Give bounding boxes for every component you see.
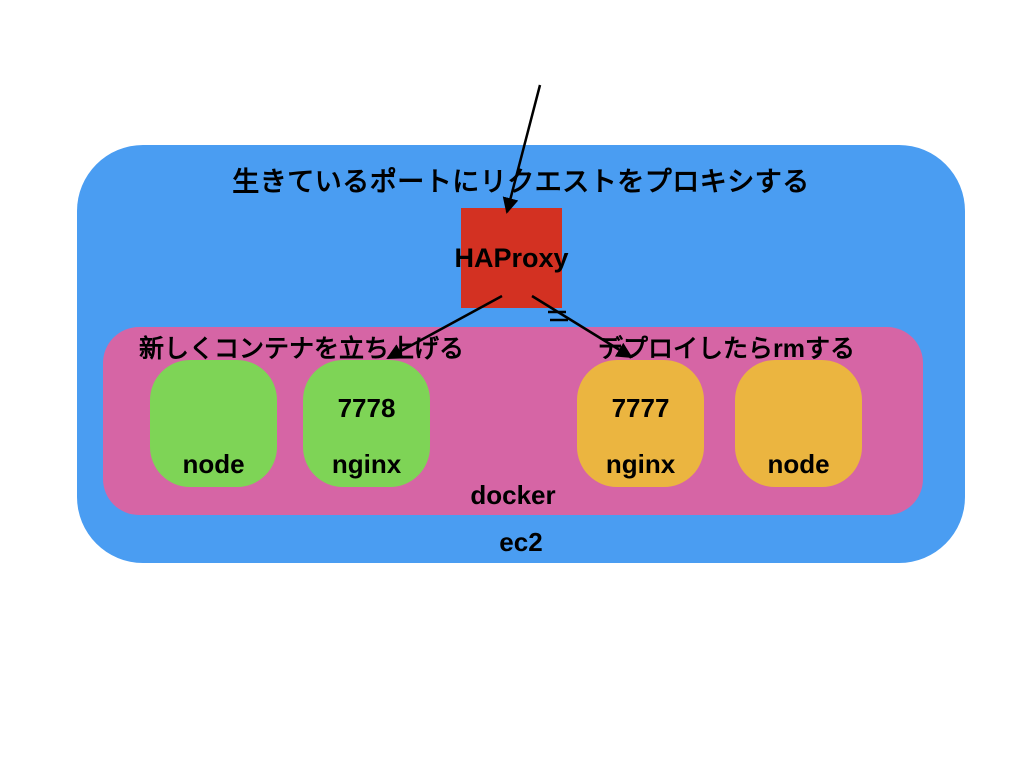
haproxy-label: HAProxy	[454, 242, 569, 273]
container-name: nginx	[331, 449, 402, 479]
docker-box: 新しくコンテナを立ち上げる デプロイしたらrmする node 7778 ngin…	[103, 327, 923, 515]
container-port: 7777	[611, 393, 670, 423]
container-nginx-old: 7777 nginx	[577, 360, 704, 487]
container-name: node	[767, 449, 830, 479]
container-port: 7778	[337, 393, 396, 423]
container-node-old: node	[735, 360, 862, 487]
container-node-new: node	[150, 360, 277, 487]
annotation-rm-after-deploy: デプロイしたらrmする	[598, 335, 855, 363]
container-nginx-new: 7778 nginx	[303, 360, 430, 487]
ec2-label: ec2	[499, 527, 543, 557]
haproxy-box: HAProxy	[454, 208, 569, 308]
docker-label: docker	[470, 480, 556, 510]
diagram-title: 生きているポートにリクエストをプロキシする	[232, 167, 810, 197]
ec2-box: 生きているポートにリクエストをプロキシする HAProxy 新しくコンテナを立ち…	[77, 145, 965, 563]
container-name: nginx	[605, 449, 676, 479]
container-name: node	[182, 449, 245, 479]
